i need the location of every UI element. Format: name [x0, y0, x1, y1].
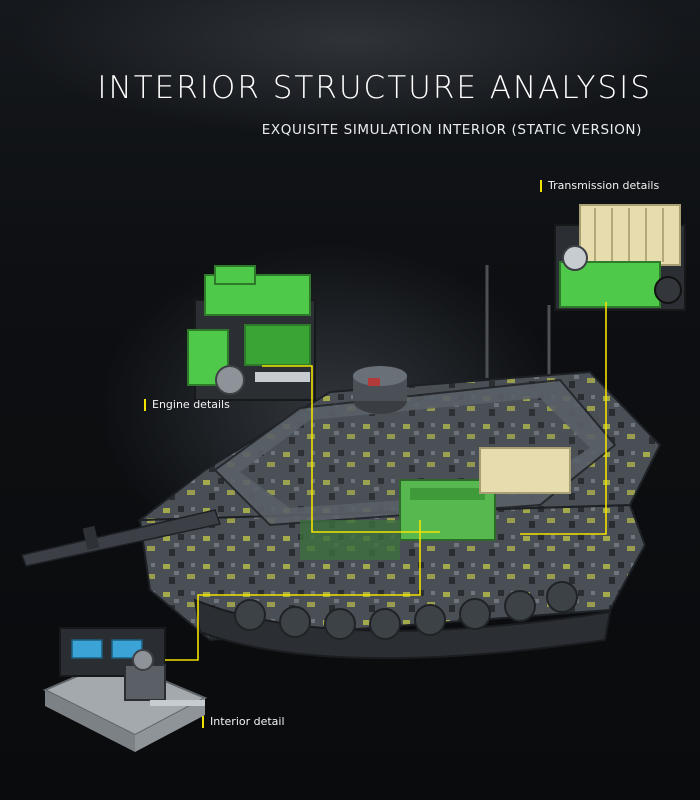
callout-interior-detail: Interior detail [202, 716, 285, 728]
page-title: INTERIOR STRUCTURE ANALYSIS [97, 70, 652, 106]
callout-transmission-details: Transmission details [540, 180, 659, 192]
transmission-module-icon [554, 204, 686, 311]
callout-engine-details: Engine details [144, 399, 230, 411]
tank-model-icon [21, 265, 662, 660]
callout-leader-lines [165, 302, 607, 661]
interior-cockpit-module-icon [42, 627, 208, 752]
page-subtitle: EXQUISITE SIMULATION INTERIOR (STATIC VE… [261, 122, 642, 138]
engine-module-icon [187, 265, 316, 401]
